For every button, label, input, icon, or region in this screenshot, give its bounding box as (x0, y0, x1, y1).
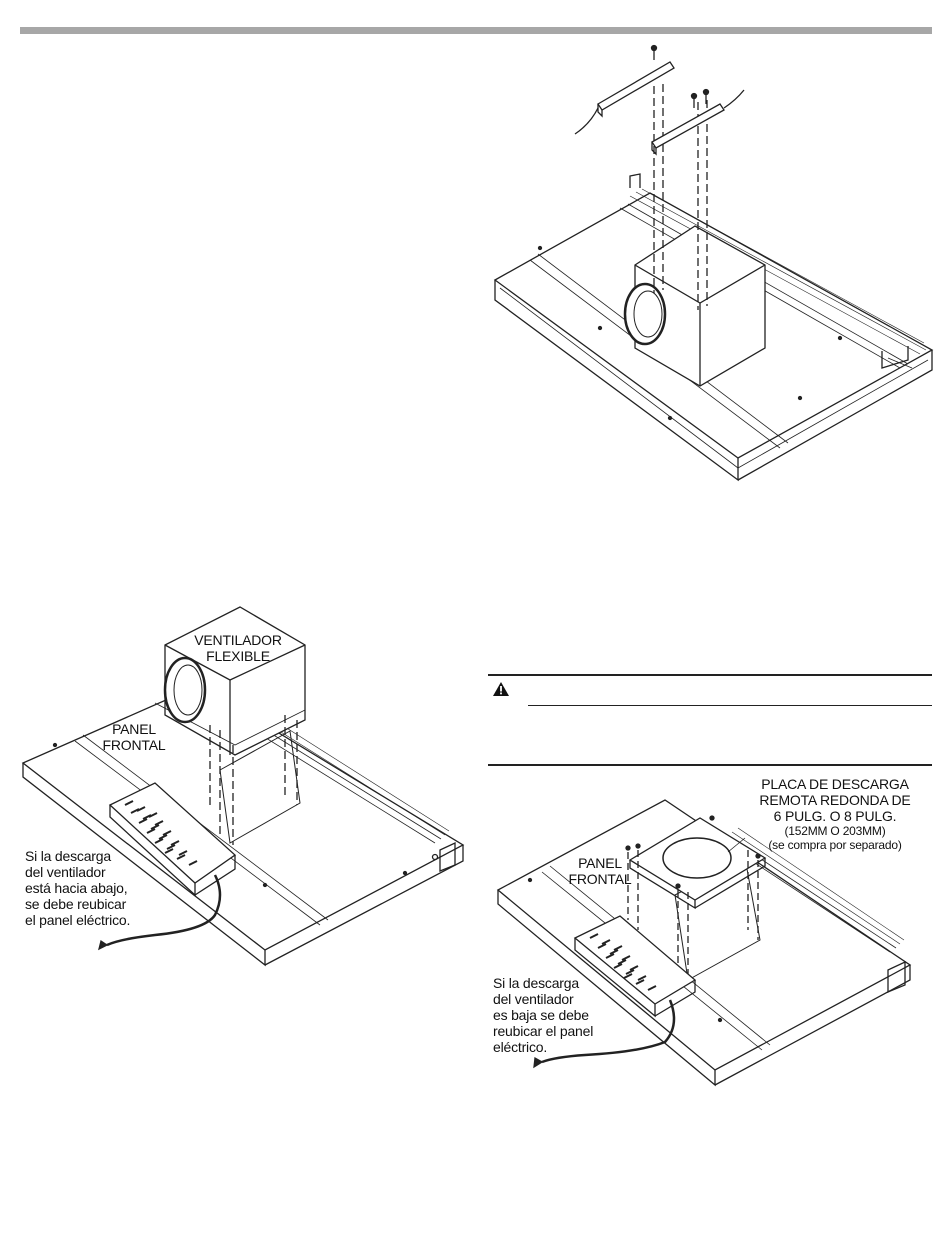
warning-bottom-rule (488, 764, 932, 766)
hood-bracket-diagram (480, 38, 935, 498)
panel-label-left: PANEL FRONTAL (94, 721, 174, 753)
fan-label-line-2: FLEXIBLE (206, 648, 270, 664)
panel-label-left-line-1: PANEL (112, 721, 156, 737)
note2-line-3: es baja se debe (493, 1007, 589, 1023)
plate-note: (se compra por separado) (768, 838, 902, 852)
note-line-1: Si la descarga (25, 848, 111, 864)
panel-label-right: PANEL FRONTAL (560, 855, 640, 887)
flexible-fan-diagram (15, 595, 470, 970)
plate-label-line-2: REMOTA REDONDA DE (759, 792, 911, 808)
note-line-4: se debe reubicar (25, 896, 127, 912)
panel-label-right-line-1: PANEL (578, 855, 622, 871)
note-line-2: del ventilador (25, 864, 106, 880)
plate-label-line-1: PLACA DE DESCARGA (761, 776, 909, 792)
fan-label: VENTILADOR FLEXIBLE (188, 632, 288, 664)
warning-mid-rule (528, 705, 932, 706)
panel-label-left-line-2: FRONTAL (102, 737, 166, 753)
note-line-3: está hacia abajo, (25, 880, 128, 896)
note2-line-1: Si la descarga (493, 975, 579, 991)
warning-triangle-icon (492, 681, 510, 697)
note2-line-2: del ventilador (493, 991, 574, 1007)
plate-label-line-3: 6 PULG. O 8 PULG. (773, 808, 897, 824)
remote-plate-diagram (490, 780, 935, 1090)
fan-low-note: Si la descarga del ventilador es baja se… (493, 975, 623, 1055)
fan-down-note: Si la descarga del ventilador está hacia… (25, 848, 165, 928)
header-rule (20, 27, 932, 34)
warning-top-rule (488, 674, 932, 676)
fan-label-line-1: VENTILADOR (194, 632, 282, 648)
note-line-5: el panel eléctrico. (25, 912, 131, 928)
plate-label: PLACA DE DESCARGA REMOTA REDONDA DE 6 PU… (740, 776, 930, 852)
note2-line-4: reubicar el panel (493, 1023, 594, 1039)
panel-label-right-line-2: FRONTAL (568, 871, 632, 887)
plate-size: (152MM O 203MM) (784, 824, 886, 838)
note2-line-5: eléctrico. (493, 1039, 548, 1055)
